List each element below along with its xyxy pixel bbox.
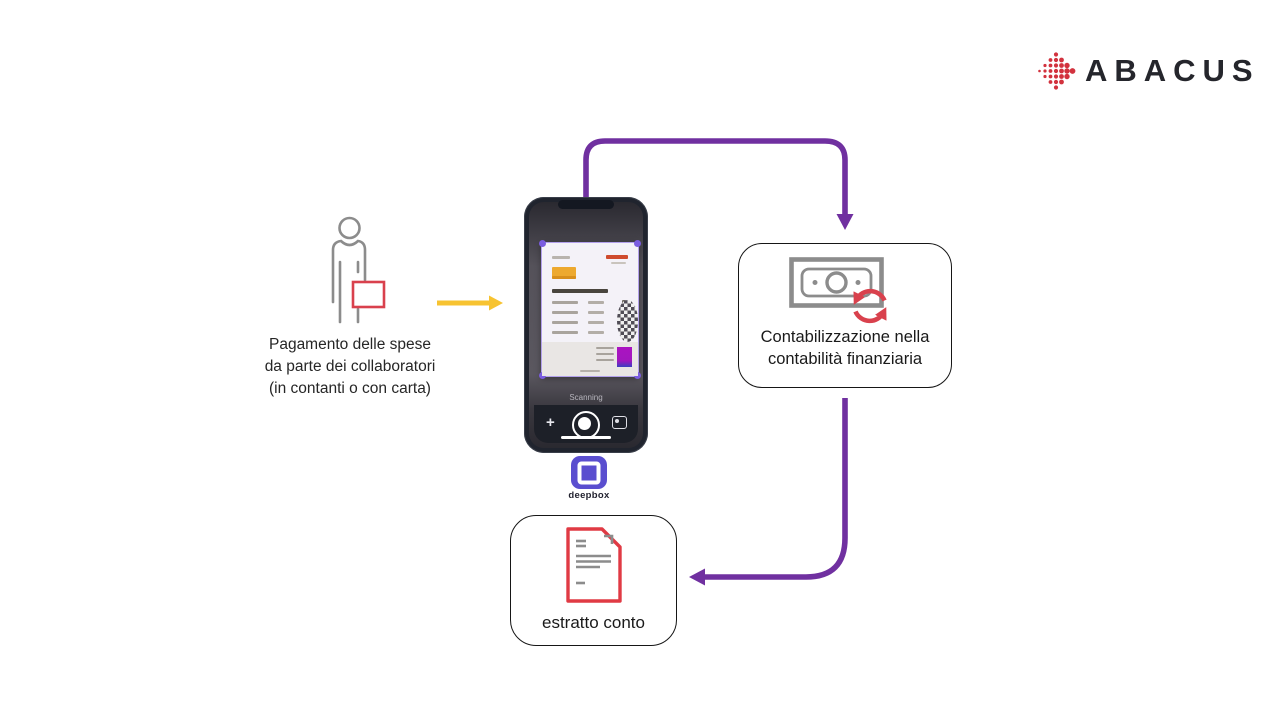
abacus-logo-mark-icon xyxy=(1038,52,1076,90)
camera-shutter-inner xyxy=(577,416,591,430)
scanning-status-label: Scanning xyxy=(569,393,603,402)
banknote-icon xyxy=(789,257,884,308)
sync-icon xyxy=(853,288,887,324)
receipt-qr-block xyxy=(617,347,632,367)
payment-caption-line3: (in contanti o con carta) xyxy=(269,380,431,397)
gallery-icon xyxy=(612,416,627,429)
payment-caption-line1: Pagamento delle spese xyxy=(268,336,431,353)
statement-caption: estratto conto xyxy=(541,613,645,632)
receipt-footer xyxy=(542,342,638,376)
person-icon xyxy=(331,216,386,324)
camera-controls-bar: + xyxy=(534,405,638,443)
deepbox-app-icon xyxy=(571,456,607,489)
deepbox-app-icon-inner xyxy=(577,461,601,484)
camera-shutter-button xyxy=(572,411,600,439)
deepbox-app-label: deepbox xyxy=(568,490,610,501)
payment-caption-line2: da parte dei collaboratori xyxy=(264,358,436,375)
accounting-to-statement-arrow-icon xyxy=(689,398,848,586)
accounting-box: Contabilizzazione nella contabilità fina… xyxy=(738,243,952,388)
accounting-caption: Contabilizzazione nella contabilità fina… xyxy=(739,326,951,370)
add-page-button: + xyxy=(546,414,555,431)
camera-viewfinder: Scanning + xyxy=(529,202,643,448)
scan-corner-dot xyxy=(539,240,546,247)
phone-notch xyxy=(558,200,614,209)
scan-corner-dot xyxy=(634,240,641,247)
accounting-caption-line2: contabilità finanziaria xyxy=(767,350,923,368)
statement-box: estratto conto xyxy=(510,515,677,646)
statement-document-icon xyxy=(566,527,622,603)
accounting-caption-line1: Contabilizzazione nella xyxy=(760,328,930,346)
home-indicator xyxy=(561,436,611,439)
payment-card-icon xyxy=(351,280,386,309)
abacus-logo-text: ABACUS xyxy=(1085,53,1260,88)
smartphone: Scanning + xyxy=(524,197,648,453)
abacus-logo: ABACUS xyxy=(1035,50,1260,92)
payment-caption: Pagamento delle spese da parte dei colla… xyxy=(225,334,475,400)
scan-dither-pattern xyxy=(617,300,638,342)
